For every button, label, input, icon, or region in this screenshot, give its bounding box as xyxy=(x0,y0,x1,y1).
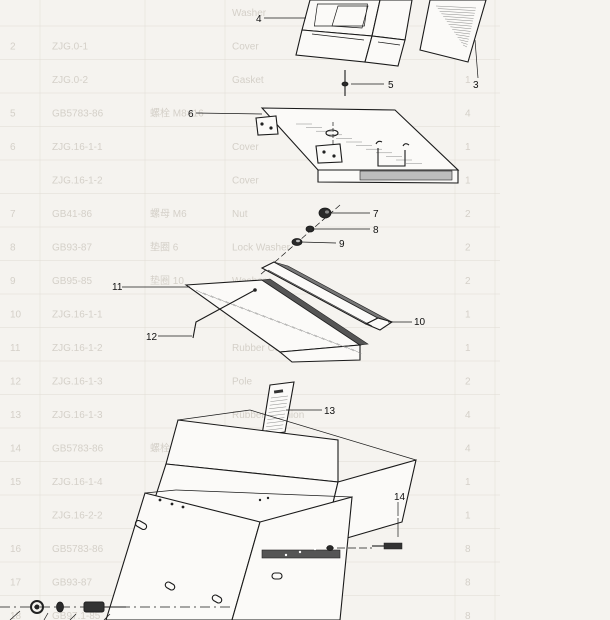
table-cell-en: Cover xyxy=(232,176,259,187)
table-cell-qty: 4 xyxy=(465,410,471,421)
callout-12: 12 xyxy=(146,332,158,343)
callout-4: 4 xyxy=(256,14,262,25)
table-cell-code: ZJG.16-1-2 xyxy=(52,176,103,187)
table-cell-code: ZJG.16-1-3 xyxy=(52,410,103,421)
table-cell-qty: 1 xyxy=(465,477,471,488)
table-cell-qty: 1 xyxy=(465,310,471,321)
callout-11: 11 xyxy=(112,282,123,293)
table-cell-qty: 4 xyxy=(465,109,471,120)
table-cell-zh: 垫圈 10 xyxy=(150,274,184,287)
leader-lines xyxy=(122,17,479,516)
table-cell-no: 7 xyxy=(10,209,16,220)
table-cell-en: Gasket xyxy=(232,75,264,86)
table-cell-no: 15 xyxy=(10,477,22,488)
table-cell-qty: 1 xyxy=(465,142,471,153)
table-cell-code: ZJG.16-1-3 xyxy=(52,377,103,388)
table-cell-en: Rubber Cushion xyxy=(232,343,304,354)
table-cell-zh: 螺栓 M8×16 xyxy=(150,107,204,120)
table-cell-no: 8 xyxy=(10,243,16,254)
table-cell-qty: 1 xyxy=(465,343,471,354)
parts-16-17-18-fasteners xyxy=(0,600,230,620)
table-cell-en: Cover xyxy=(232,42,259,53)
part-11-cushion-plate xyxy=(184,278,369,363)
callout-14: 14 xyxy=(394,492,406,503)
table-cell-en: Cover xyxy=(232,142,259,153)
callout-6: 6 xyxy=(188,109,194,120)
table-cell-no: 12 xyxy=(10,377,22,388)
table-cell-no: 17 xyxy=(10,578,22,589)
part-6-lid xyxy=(255,107,460,184)
table-cell-code: GB41-86 xyxy=(52,209,92,220)
callout-10: 10 xyxy=(414,317,426,328)
part-4-housing xyxy=(295,0,413,67)
table-cell-qty: 8 xyxy=(465,578,471,589)
table-cell-code: GB95-85 xyxy=(52,276,92,287)
table-cell-code: ZJG.16-1-4 xyxy=(52,477,103,488)
table-cell-no: 14 xyxy=(10,444,22,455)
table-cell-code: ZJG.16-1-1 xyxy=(52,310,103,321)
callout-8: 8 xyxy=(373,225,379,236)
callout-3: 3 xyxy=(473,80,479,91)
table-cell-en: Pole xyxy=(232,377,252,388)
callout-9: 9 xyxy=(339,239,345,250)
table-cell-qty: 1 xyxy=(465,75,471,86)
table-cell-zh: 垫圈 6 xyxy=(150,241,179,254)
callout-7: 7 xyxy=(373,209,379,220)
table-cell-no: 16 xyxy=(10,544,22,555)
callout-13: 13 xyxy=(324,406,336,417)
table-cell-no: 2 xyxy=(10,42,16,53)
part-5-screw xyxy=(341,70,349,96)
table-cell-code: ZJG.0-1 xyxy=(52,42,89,53)
part-14-bolt xyxy=(326,518,403,551)
table-cell-qty: 8 xyxy=(465,611,471,620)
table-cell-no: 9 xyxy=(10,276,16,287)
table-cell-no: 10 xyxy=(10,310,22,321)
part-15-box-frame xyxy=(105,409,417,620)
table-cell-no: 5 xyxy=(10,109,16,120)
table-cell-en: Washer xyxy=(232,8,267,19)
table-cell-code: GB5783-86 xyxy=(52,444,104,455)
table-cell-qty: 1 xyxy=(465,176,471,187)
table-cell-code: ZJG.16-1-1 xyxy=(52,142,103,153)
table-cell-qty: 1 xyxy=(465,511,471,522)
table-cell-qty: 2 xyxy=(465,243,471,254)
table-cell-qty: 8 xyxy=(465,544,471,555)
table-cell-code: ZJG.16-1-2 xyxy=(52,343,103,354)
part-13-rubber-strip xyxy=(261,381,295,436)
table-cell-no: 6 xyxy=(10,142,16,153)
table-cell-code: ZJG.0-2 xyxy=(52,75,89,86)
callouts: 4 3 5 6 7 8 9 10 11 12 13 14 xyxy=(112,14,479,503)
part-10-lock-rail xyxy=(260,261,394,331)
table-cell-qty: 2 xyxy=(465,276,471,287)
part-12-pole xyxy=(192,288,257,339)
callout-5: 5 xyxy=(388,80,394,91)
part-3-cover-plate xyxy=(419,0,487,63)
table-cell-code: GB5783-86 xyxy=(52,109,104,120)
table-cell-code: GB97.1-85 xyxy=(52,611,101,620)
table-cell-en: Lock Washer xyxy=(232,243,291,254)
table-cell-no: 18 xyxy=(10,611,22,620)
table-cell-code: ZJG.16-2-2 xyxy=(52,511,103,522)
table-cell-en: Nut xyxy=(232,209,248,220)
table-cell-qty: 4 xyxy=(465,444,471,455)
table-cell-qty: 2 xyxy=(465,209,471,220)
table-cell-zh: 螺母 M6 xyxy=(150,208,187,220)
table-cell-code: GB5783-86 xyxy=(52,544,104,555)
table-cell-no: 11 xyxy=(10,343,21,354)
table-cell-code: GB93-87 xyxy=(52,578,92,589)
table-cell-code: GB93-87 xyxy=(52,243,92,254)
table-cell-no: 13 xyxy=(10,410,22,421)
table-cell-qty: 2 xyxy=(465,377,471,388)
